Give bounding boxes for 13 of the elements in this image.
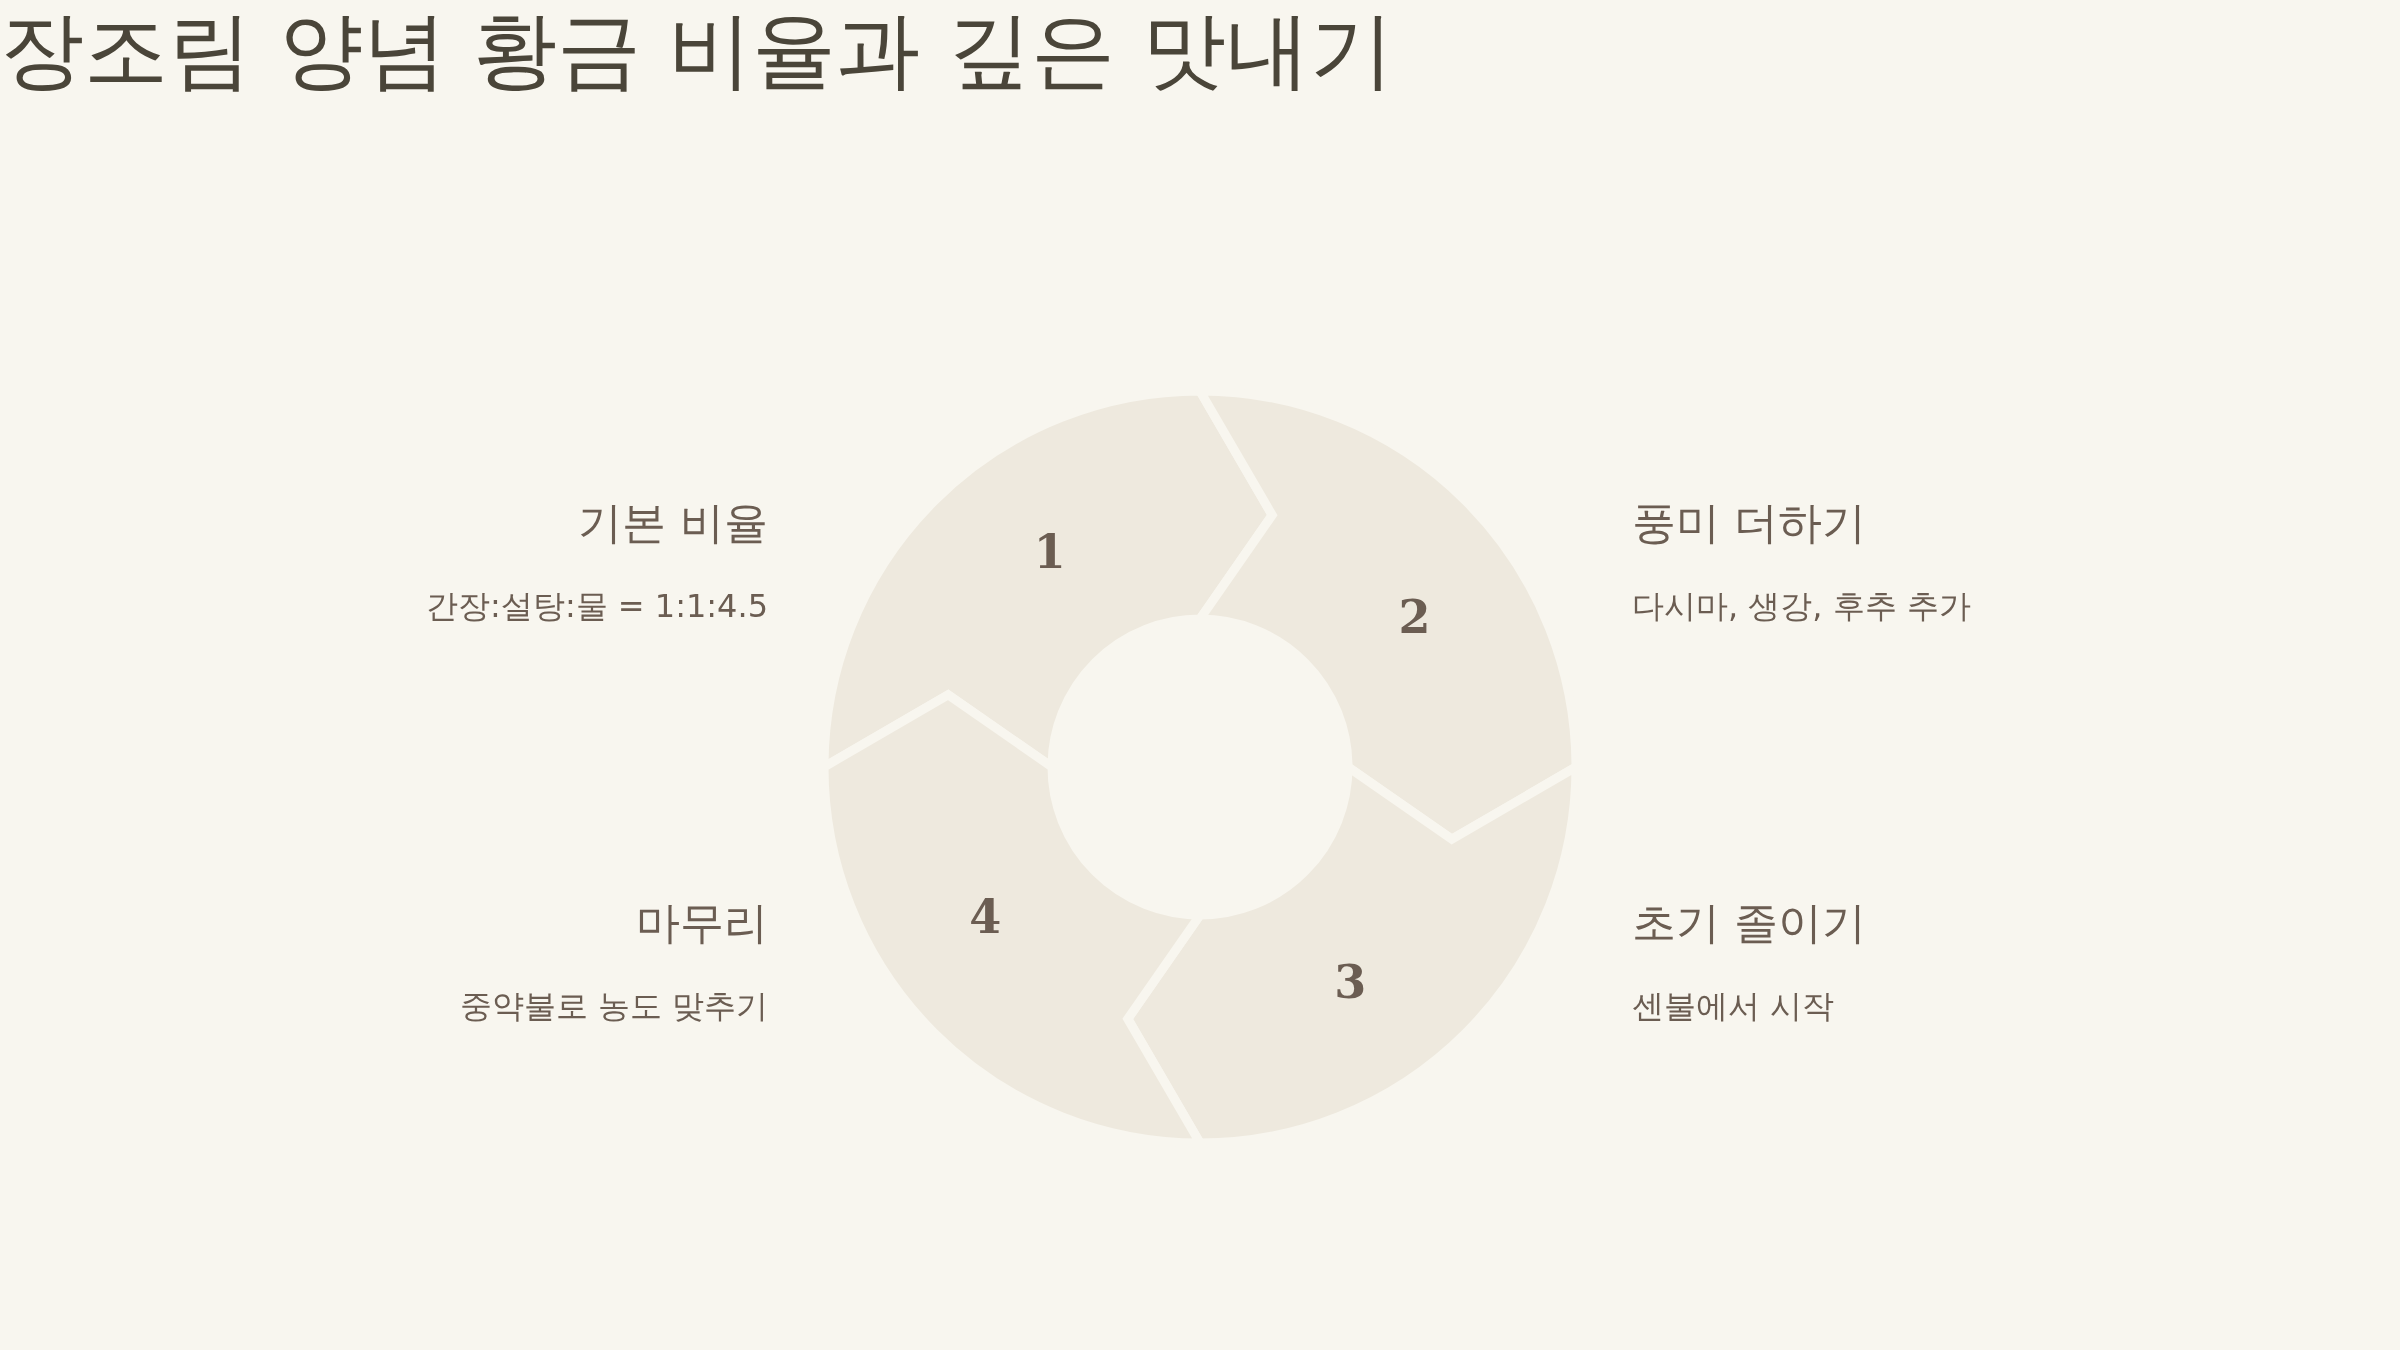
- step-description: 센불에서 시작: [1632, 987, 1835, 1026]
- step-heading: 마무리: [636, 897, 768, 950]
- step-description: 중약불로 농도 맞추기: [459, 987, 768, 1026]
- step-heading: 초기 졸이기: [1632, 897, 1866, 950]
- step-number: 1: [1033, 529, 1066, 576]
- step-description: 다시마, 생강, 후추 추가: [1632, 587, 1971, 626]
- step-description: 간장:설탕:물 = 1:1:4.5: [426, 587, 768, 626]
- title: 장조림 양념 황금 비율과 깊은 맛내기: [0, 0, 1395, 101]
- step-number: 2: [1398, 593, 1431, 640]
- step-heading: 풍미 더하기: [1632, 497, 1866, 550]
- step-heading: 기본 비율: [578, 497, 768, 550]
- step-number: 4: [969, 894, 1002, 941]
- step-number: 3: [1334, 958, 1367, 1005]
